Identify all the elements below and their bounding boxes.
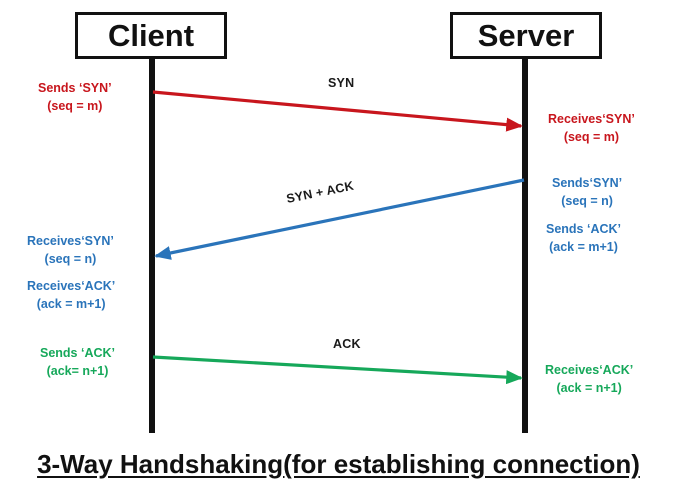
client-node-label: Client <box>107 18 195 53</box>
note-line: Sends ‘ACK’ <box>546 222 622 236</box>
note-line: (ack = m+1) <box>549 240 618 255</box>
server-note-receives-ack: Receives‘ACK’ (ack = n+1) <box>545 361 633 397</box>
note-line: Sends ‘ACK’ <box>40 346 116 360</box>
client-note-sends-ack: Sends ‘ACK’ (ack= n+1) <box>40 344 115 380</box>
client-note-receives-ack: Receives‘ACK’ (ack = m+1) <box>27 277 115 313</box>
note-line: (ack = m+1) <box>36 297 106 312</box>
server-note-sends-ack: Sends ‘ACK’ (ack = m+1) <box>546 220 621 256</box>
ack-arrow-label: ACK <box>333 337 361 351</box>
client-lifeline <box>149 57 155 433</box>
note-line: (seq = m) <box>47 99 103 114</box>
server-note-receives-syn: Receives‘SYN’ (seq = m) <box>548 110 635 146</box>
note-line: (ack= n+1) <box>46 364 109 379</box>
note-line: (ack = n+1) <box>556 381 622 396</box>
note-line: Sends ‘SYN’ <box>38 81 112 95</box>
client-node-box: Client <box>75 12 227 59</box>
server-lifeline <box>522 57 528 433</box>
syn-ack-arrow <box>154 178 525 260</box>
syn-arrow-label: SYN <box>328 76 355 90</box>
note-line: Sends‘SYN’ <box>552 176 623 190</box>
note-line: Receives‘SYN’ <box>548 112 635 126</box>
note-line: (seq = n) <box>44 252 97 267</box>
note-line: (seq = m) <box>563 130 620 145</box>
server-node-label: Server <box>477 18 575 53</box>
client-note-sends-syn: Sends ‘SYN’ (seq = m) <box>38 79 112 115</box>
note-line: Receives‘ACK’ <box>545 363 634 377</box>
server-note-sends-syn: Sends‘SYN’ (seq = n) <box>552 174 622 210</box>
client-note-receives-syn: Receives‘SYN’ (seq = n) <box>27 232 114 268</box>
syn-arrow <box>152 90 523 132</box>
note-line: (seq = n) <box>561 194 613 209</box>
note-line: Receives‘SYN’ <box>27 234 114 248</box>
note-line: Receives‘ACK’ <box>27 279 116 293</box>
ack-arrow <box>152 355 523 385</box>
diagram-caption: 3-Way Handshaking(for establishing conne… <box>37 449 640 479</box>
